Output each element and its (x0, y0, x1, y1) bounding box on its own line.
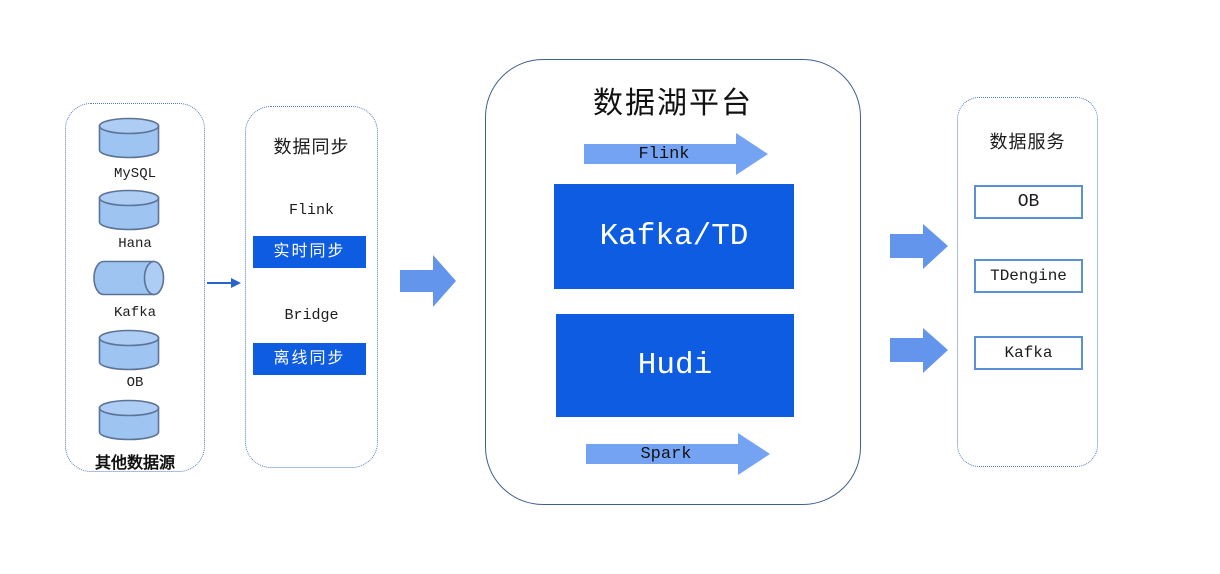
realtime-engine-label: Flink (288, 202, 334, 219)
block-arrow-right-icon (400, 255, 456, 307)
source-label-hana: Hana (118, 236, 152, 252)
sync-panel-title: 数据同步 (273, 137, 350, 157)
block-arrow-right-icon (890, 224, 948, 269)
database-cylinder-horizontal-icon (93, 260, 165, 296)
realtime-sync-box: 实时同步 (253, 236, 366, 268)
service-box-tdengine: TDengine (974, 259, 1083, 293)
platform-title: 数据湖平台 (593, 87, 753, 120)
block-arrow-right-icon (584, 133, 768, 175)
database-cylinder-icon (98, 399, 160, 441)
block-arrow-right-icon (890, 328, 948, 373)
database-cylinder-icon (98, 117, 160, 159)
data-lake-platform-panel: 数据湖平台 Flink Kafka/TD Hudi Spark (485, 59, 861, 505)
source-label-mysql: MySQL (113, 166, 156, 182)
source-label-kafka: Kafka (113, 305, 156, 321)
spark-flow-arrow: Spark (586, 433, 770, 476)
source-label-ob: OB (126, 375, 144, 391)
database-cylinder-icon (98, 189, 160, 231)
flink-flow-arrow: Flink (584, 133, 768, 176)
service-box-kafka: Kafka (974, 336, 1083, 370)
data-sync-panel: 数据同步 Flink 实时同步 Bridge 离线同步 (245, 106, 378, 468)
data-sources-panel: MySQL Hana Kafka OB 其他数据源 (65, 103, 205, 472)
data-services-panel: 数据服务 OB TDengine Kafka (957, 97, 1098, 467)
services-panel-title: 数据服务 (989, 132, 1066, 152)
source-label-other: 其他数据源 (94, 455, 175, 472)
offline-engine-label: Bridge (284, 307, 339, 324)
process-arrow-label: Spark (640, 445, 692, 464)
kafka-td-storage-box: Kafka/TD (554, 184, 794, 289)
ingest-arrow-label: Flink (638, 145, 690, 164)
arrow-right-icon (207, 278, 241, 288)
offline-sync-box: 离线同步 (253, 343, 366, 375)
hudi-storage-box: Hudi (556, 314, 794, 417)
block-arrow-right-icon (586, 433, 770, 475)
service-box-ob: OB (974, 185, 1083, 219)
database-cylinder-icon (98, 329, 160, 371)
